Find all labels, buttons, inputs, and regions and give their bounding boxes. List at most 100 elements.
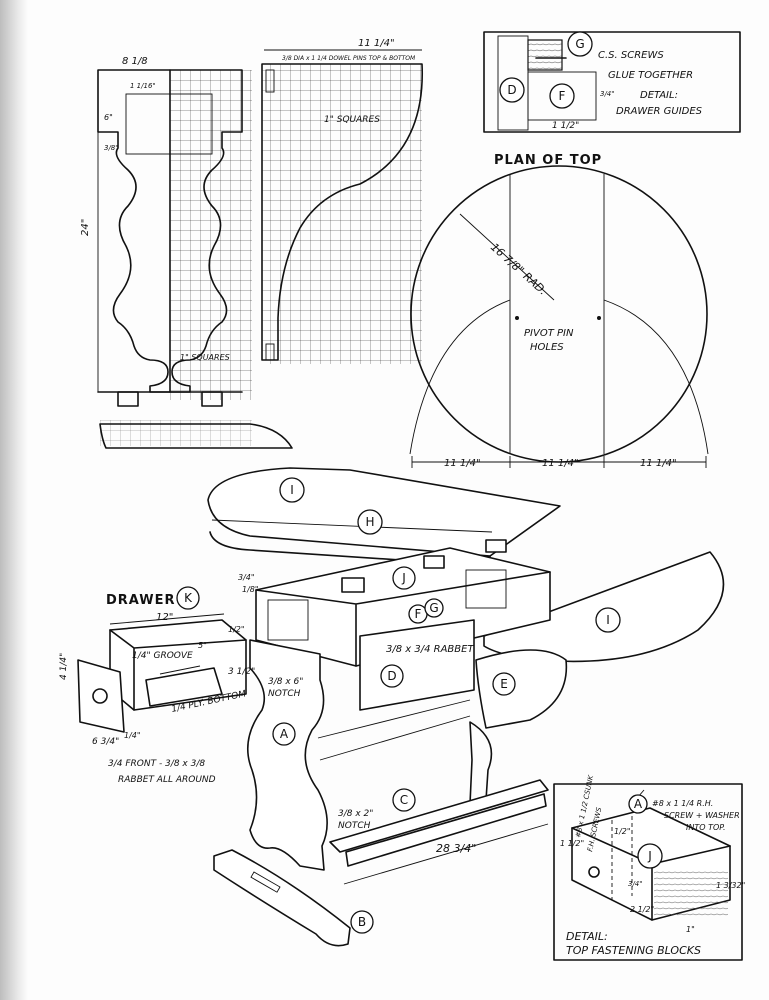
callout-c-letter: C [400,793,408,807]
block-title-1: DETAIL: [566,930,608,943]
notch-2-label: 3/8 x 2" [338,809,373,819]
upper-rails [317,699,471,761]
fastening-block-2 [423,555,445,569]
leg-part-a [246,639,328,871]
callout-b [350,910,374,934]
plan-dim-1: 11 1/4" [444,458,481,469]
block-screw-3: INTO TOP. [686,823,726,832]
leg-outline [97,69,171,393]
plan-holes-label: HOLES [530,342,564,353]
foot-rail-grid [100,420,252,446]
drawer-box-edges [109,629,247,711]
leg-foot-left [117,391,139,407]
callout-h-letter: H [365,515,374,529]
drawer-front-d [359,619,475,711]
plan-radius-line [459,213,555,301]
exploded-assembly: I H I J F G D 3/8 x 3 [207,467,725,947]
dowel-top [265,69,275,93]
drawer-h4-label: 4 1/4" [59,653,69,680]
callout-i-leaf [595,607,621,633]
top-leaf-joint [211,519,493,533]
callout-d-detail-letter: D [507,83,516,97]
block-dim-a: 1 1/2" [560,839,584,848]
leg-squares-label: 1" SQUARES [180,353,230,362]
callout-g [424,598,444,618]
foot-slot [250,871,281,893]
plan-swing-arcs [409,299,709,455]
plan-dim-2: 11 1/4" [542,458,579,469]
stretcher-c [329,779,549,853]
callout-d [380,664,404,688]
leg-38-label: 3/8" [104,144,119,152]
guide-title-2: DRAWER GUIDES [616,106,703,117]
callout-d-letter: D [387,669,396,683]
callout-e-letter: E [500,677,508,691]
drawer-groove-label: 1/4" GROOVE [132,651,193,661]
pivot-hole-left [515,316,519,320]
drawer-front-panel [77,659,125,733]
guide-dim-label: 1 1/2" [552,121,579,131]
plan-of-top: PLAN OF TOP 16 7/8" RAD. PIVOT PIN HOLES… [409,153,709,469]
plan-leaf-lines [509,174,605,454]
side-width-label: 11 1/4" [358,38,395,49]
page-gutter-shadow [0,0,28,1000]
plan-dim-3: 11 1/4" [640,458,677,469]
side-grid [262,64,422,364]
callout-e [492,672,516,696]
callout-i-leaf-letter: I [606,613,610,627]
guide-glue-label: GLUE TOGETHER [608,70,693,81]
leg-height-label: 24" [80,219,91,236]
drawer-groove-line [159,665,201,675]
notch-1-label: 3/8 x 6" [268,677,303,687]
notch-2b-label: NOTCH [338,821,371,831]
callout-f-letter: F [415,607,422,621]
notch-1b-label: NOTCH [268,689,301,699]
guide-title-1: DETAIL: [640,90,678,101]
length-dim-line [343,823,549,885]
leg-grid [170,70,252,400]
callout-a-letter: A [280,727,289,741]
top-small-dim: 1/8" [242,585,259,594]
rabbet-label: 3/8 x 3/4 RABBET [386,644,474,655]
callout-g-detail [567,31,593,57]
callout-a-block-letter: A [634,797,643,811]
side-pattern: 11 1/4" 3/8 DIA x 1 1/4 DOWEL PINS TOP &… [261,38,424,364]
block-dim-d: 1 3/32" [716,881,745,890]
leg-outline-right [169,69,243,393]
carcase-opening-left [267,599,309,641]
callout-c [392,788,416,812]
block-screw-2: SCREW + WASHER [664,811,740,820]
drawer-width-dim [109,613,225,625]
plan-circle [410,165,708,463]
foot-part-b [213,849,351,947]
callout-j-block-letter: J [647,849,652,863]
plan-dim-ticks [411,456,707,468]
drawer-depth-label: 5" [198,641,207,650]
leg-width-label: 8 1/8 [122,56,148,67]
drawer-side-cutaway [145,667,223,707]
carcase-opening-right [465,569,507,609]
guide-part-f [527,71,597,121]
drawer-h32-label: 3 1/2" [228,667,255,677]
callout-f-detail [549,83,575,109]
stretcher-lower [345,793,547,867]
dowel-note: 3/8 DIA x 1 1/4 DOWEL PINS TOP & BOTTOM [282,55,416,62]
callout-g-letter: G [429,601,438,615]
callout-g-detail-letter: G [575,37,584,51]
drawer-width-label: 12" [156,612,173,623]
top-part-h [207,467,561,557]
callout-f-detail-letter: F [559,89,566,103]
top-edge [209,531,491,567]
block-screw-head [588,866,600,878]
side-profile [261,63,424,361]
block-screw-holes [611,816,633,900]
fastening-block-detail: A J #8 x 1 1/4 R.H. SCREW + WASHER INTO … [553,773,745,961]
drawer-guide-detail: G D F C.S. SCREWS GLUE TOGETHER DETAIL: … [483,31,741,133]
side-squares-label: 1" SQUARES [324,115,380,125]
side-part-e [475,649,568,729]
drawer-half-label: 1/2" [228,625,245,634]
plan-radius-label: 16 7/8" RAD. [488,241,549,298]
fastening-block-3 [485,539,507,553]
callout-a-block [628,794,648,814]
